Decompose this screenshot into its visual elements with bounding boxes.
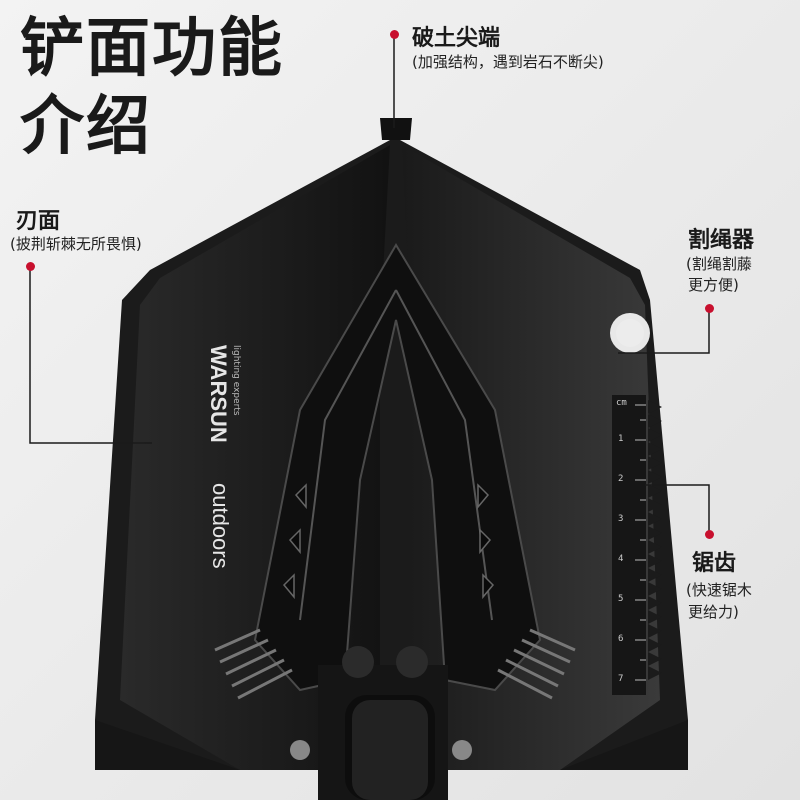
tip-title: 破土尖端 bbox=[412, 26, 501, 51]
saw-title: 锯齿 bbox=[692, 551, 737, 576]
blade-marker-dot bbox=[26, 262, 35, 271]
saw-desc-line2: 更给力) bbox=[688, 603, 739, 621]
ruler-tick-label: 7 bbox=[618, 674, 624, 684]
ruler-labels: cm 1 2 3 4 5 6 7 bbox=[614, 398, 638, 698]
tip-marker-dot bbox=[390, 30, 399, 39]
rope-cutter-desc-line2: 更方便) bbox=[688, 276, 739, 294]
blade-title: 刃面 bbox=[16, 209, 61, 234]
ruler-tick-label: 1 bbox=[618, 434, 624, 444]
blade-desc: (披荆斩棘无所畏惧) bbox=[10, 235, 142, 253]
rope-cutter-desc-line1: (割绳割藤 bbox=[686, 255, 752, 273]
rope-cutter-marker-dot bbox=[705, 304, 714, 313]
saw-marker-dot bbox=[705, 530, 714, 539]
ruler-tick-label: 6 bbox=[618, 634, 624, 644]
ruler-unit: cm bbox=[616, 398, 627, 408]
ruler-tick-label: 4 bbox=[618, 554, 624, 564]
brand-tagline: lighting experts bbox=[231, 345, 241, 416]
brand-logo: WARSUN lighting experts outdoors bbox=[205, 345, 241, 585]
ruler-tick-label: 3 bbox=[618, 514, 624, 524]
brand-sub: outdoors bbox=[208, 483, 233, 569]
ruler-scale bbox=[612, 395, 646, 695]
rope-cutter-title: 割绳器 bbox=[688, 228, 755, 253]
saw-desc-line1: (快速锯木 bbox=[686, 581, 752, 599]
brand-name: WARSUN bbox=[206, 345, 231, 443]
ruler-tick-label: 2 bbox=[618, 474, 624, 484]
tip-desc: (加强结构，遇到岩石不断尖) bbox=[412, 53, 604, 71]
ruler-tick-label: 5 bbox=[618, 594, 624, 604]
page-title: 铲面功能介绍 bbox=[20, 12, 284, 164]
